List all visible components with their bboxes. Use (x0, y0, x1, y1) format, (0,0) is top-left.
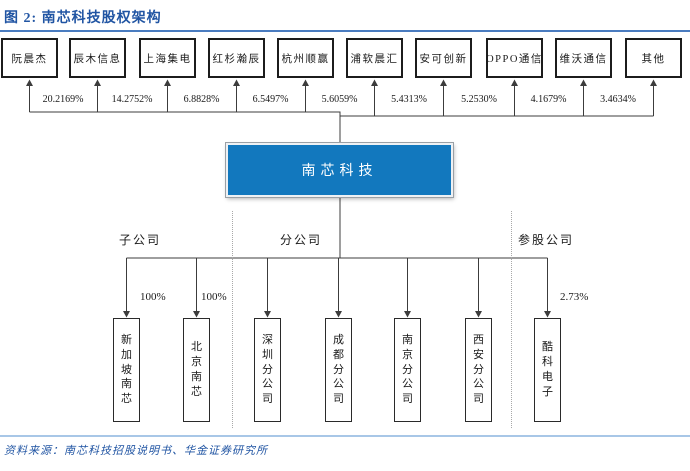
entity-box-singapore: 新加坡南芯 (113, 318, 140, 422)
shareholding-pct-label: 3.4634% (600, 94, 636, 105)
section-divider (511, 211, 512, 428)
shareholder-name: 浦软晨汇 (350, 53, 399, 65)
shareholder-name: 杭州顺赢 (281, 53, 330, 65)
parent-company-box: 南芯科技 (225, 142, 454, 198)
entity-name: 酷科电子 (542, 341, 553, 398)
section-label-branches: 分公司 (279, 233, 322, 247)
section-divider (232, 211, 233, 428)
shareholding-pct-label: 6.5497% (252, 94, 289, 105)
figure-title: 图 2: 南芯科技股权架构 (4, 11, 162, 26)
shareholder-box-hangzhoushunying: 杭州顺赢 (277, 38, 334, 78)
shareholder-name: 上海集电 (143, 53, 192, 65)
shareholding-pct-label: 5.6059% (321, 94, 358, 105)
entity-box-chengdu: 成都分公司 (325, 318, 352, 422)
ownership-pct-label: 100% (201, 291, 227, 303)
shareholder-box-shanghaijidian: 上海集电 (139, 38, 196, 78)
entity-box-beijing: 北京南芯 (183, 318, 210, 422)
shareholder-box-vivo: 维沃通信 (555, 38, 612, 78)
shareholder-box-oppo: OPPO通信 (486, 38, 543, 78)
shareholder-name: OPPO通信 (486, 53, 543, 65)
shareholding-pct-label: 5.4313% (391, 94, 427, 105)
shareholding-pct-label: 14.2752% (111, 94, 153, 105)
shareholding-pct-label: 5.2530% (461, 94, 497, 105)
footer-divider (0, 435, 690, 437)
entity-name: 深圳分公司 (262, 333, 273, 406)
shareholder-name: 阮晨杰 (11, 53, 48, 65)
shareholding-pct-label: 6.8828% (183, 94, 220, 105)
section-label-subsidiaries: 子公司 (118, 233, 161, 247)
shareholder-box-hongshanhanchen: 红杉瀚辰 (208, 38, 265, 78)
shareholding-pct-label: 4.1679% (530, 94, 567, 105)
section-label-invested: 参股公司 (517, 233, 574, 247)
entity-name: 北京南芯 (191, 341, 202, 398)
shareholder-box-ruanchenjie: 阮晨杰 (1, 38, 58, 78)
shareholder-name: 辰木信息 (73, 53, 122, 65)
shareholder-box-other: 其他 (625, 38, 682, 78)
entity-name: 新加坡南芯 (121, 333, 132, 406)
shareholder-box-chenmu: 辰木信息 (69, 38, 126, 78)
parent-company-name: 南芯科技 (301, 164, 378, 179)
shareholding-pct-label: 20.2169% (42, 94, 84, 105)
entity-name: 成都分公司 (333, 333, 344, 406)
shareholder-name: 维沃通信 (559, 53, 608, 65)
title-divider (0, 30, 690, 32)
entity-box-nanjing: 南京分公司 (394, 318, 421, 422)
shareholder-box-ankechuangxin: 安可创新 (415, 38, 472, 78)
ownership-pct-label: 100% (140, 291, 166, 303)
shareholder-box-puruanchenhui: 浦软晨汇 (346, 38, 403, 78)
entity-name: 西安分公司 (473, 333, 484, 406)
shareholder-name: 其他 (641, 53, 666, 65)
entity-box-shenzhen: 深圳分公司 (254, 318, 281, 422)
source-note: 资料来源：南芯科技招股说明书、华金证券研究所 (4, 445, 268, 457)
shareholder-name: 安可创新 (419, 53, 468, 65)
entity-box-xian: 西安分公司 (465, 318, 492, 422)
entity-name: 南京分公司 (402, 333, 413, 406)
entity-box-kuke: 酷科电子 (534, 318, 561, 422)
arrowheads (26, 79, 657, 318)
ownership-pct-label: 2.73% (560, 291, 589, 303)
shareholder-name: 红杉瀚辰 (212, 53, 261, 65)
